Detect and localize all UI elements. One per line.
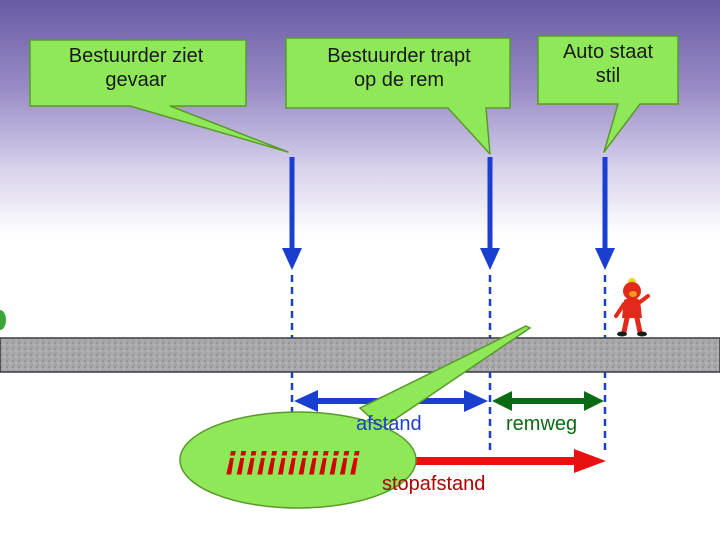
braking-distance-label: remweg — [506, 413, 578, 435]
arrow-down-stopped — [595, 157, 615, 270]
bubble-text-car-stopped: Auto staat stil — [562, 41, 654, 87]
stopping-distance-label: stopafstand — [382, 473, 486, 495]
bubble-text-driver-sees: Bestuurder ziet gevaar — [68, 45, 204, 91]
braking-distance-arrow — [492, 391, 604, 411]
bubble-driver-sees — [29, 39, 289, 153]
bubble-text-driver-brakes: Bestuurder trapt op de rem — [327, 45, 471, 91]
bush-icon — [0, 310, 6, 330]
character-figure-icon — [614, 278, 650, 337]
shout-exclamations: ¡¡¡¡¡¡¡¡¡¡¡¡¡ — [226, 439, 361, 477]
road — [0, 337, 720, 373]
arrow-down-brakes — [480, 157, 500, 270]
arrow-down-sees — [282, 157, 302, 270]
bubble-driver-brakes — [285, 37, 511, 155]
bubble-car-stopped — [537, 35, 679, 153]
reaction-distance-label: afstand — [356, 413, 422, 435]
shout-bubble — [179, 325, 532, 509]
